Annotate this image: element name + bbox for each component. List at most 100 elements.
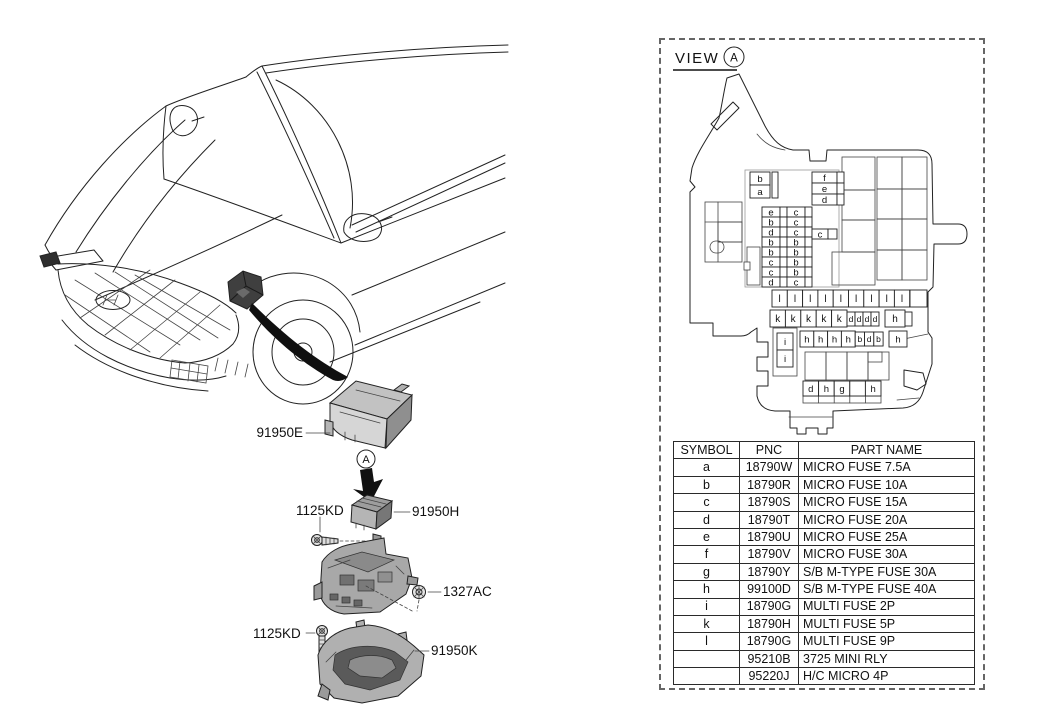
- fuse-cell-letter: b: [768, 237, 773, 248]
- pnc-cell: 18790W: [739, 458, 799, 477]
- down-arrow: [353, 468, 383, 502]
- symbol-cell: b: [673, 475, 740, 495]
- fuse-cell-letter: l: [779, 294, 781, 305]
- fuse-cell: [836, 171, 845, 184]
- pnc-cell: 95220J: [739, 667, 799, 686]
- part-name-cell: MICRO FUSE 30A: [798, 545, 975, 564]
- fuse-cell: [749, 184, 771, 199]
- fuse-cell: [827, 228, 838, 240]
- fuse-cell-letter: k: [775, 314, 781, 325]
- fuse-cell-letter: b: [793, 247, 798, 258]
- part-name-cell: MICRO FUSE 7.5A: [798, 458, 975, 477]
- fusebox-outline: [689, 73, 968, 435]
- fuse-cell: [779, 266, 788, 278]
- fuse-cell-letter: h: [818, 334, 823, 345]
- fuse-cell: [864, 380, 882, 397]
- pnc-cell: 18790G: [739, 597, 799, 616]
- static-cells: [772, 327, 890, 404]
- pnc-cell: 18790G: [739, 632, 799, 651]
- part-name-cell: MULTI FUSE 9P: [798, 632, 975, 651]
- car-illustration: [39, 44, 509, 405]
- fuse-cell-letter: b: [876, 334, 881, 344]
- symbol-cell: [673, 649, 740, 669]
- fuse-cell: [849, 380, 866, 397]
- fuse-cell-letter: b: [793, 257, 798, 268]
- part-name-cell: S/B M-TYPE FUSE 40A: [798, 580, 975, 599]
- fuse-cell-letter: l: [886, 294, 888, 305]
- fuse-cell-letter: d: [768, 227, 773, 238]
- symbol-cell: l: [673, 632, 740, 651]
- fuse-cell-letter: h: [846, 334, 851, 345]
- part-name-cell: H/C MICRO 4P: [798, 667, 975, 686]
- symbol-cell: g: [673, 562, 740, 582]
- fuse-cell: [904, 311, 913, 327]
- lower-bracket-drawing: [317, 619, 425, 704]
- fuse-cell-letter: c: [769, 267, 774, 278]
- fuse-cell-letter: l: [794, 294, 796, 305]
- table-header-part-name: PART NAME: [798, 440, 975, 460]
- fuse-cell-letter: b: [768, 217, 773, 228]
- fusebox-top-view: VIEW A: [673, 46, 968, 435]
- fuse-cell: [870, 311, 880, 327]
- fuse-cell: [779, 236, 788, 248]
- pnc-cell: 99100D: [739, 580, 799, 599]
- view-a-marker: A: [356, 449, 376, 469]
- fuse-cell: [804, 206, 813, 218]
- slim-connector: [743, 246, 761, 286]
- fuse-cell-letter: c: [769, 257, 774, 268]
- fuse-cell: [888, 330, 908, 348]
- fuse-cell-letter: i: [784, 354, 786, 365]
- symbol-cell: c: [673, 493, 740, 512]
- fuse-cell: [779, 246, 788, 258]
- fuse-cell-letter: h: [871, 384, 876, 395]
- fuse-cell-letter: c: [794, 227, 799, 238]
- brand-logo: [95, 290, 131, 310]
- fuse-cell-letter: d: [867, 334, 872, 344]
- symbol-cell: f: [673, 545, 740, 564]
- vehicle-and-parts-diagram: 91950E A 1125KD 91950H: [39, 44, 509, 704]
- left-connector-grid: [704, 201, 743, 263]
- fuse-cell-letter: h: [804, 334, 809, 345]
- part-name-cell: MICRO FUSE 25A: [798, 527, 975, 547]
- fuse-cell-letter: e: [822, 184, 827, 195]
- svg-text:VIEW: VIEW: [675, 50, 719, 67]
- fuse-cell: [779, 206, 788, 218]
- part-label-bolt1: 1125KD: [296, 503, 344, 518]
- symbol-cell: a: [673, 458, 740, 477]
- fuse-cell-letter: b: [793, 267, 798, 278]
- fuse-cell-letter: k: [806, 314, 812, 325]
- fuse-cell-letter: d: [768, 277, 773, 288]
- fuse-cell-letter: d: [808, 384, 813, 395]
- fuse-cell-letter: l: [840, 294, 842, 305]
- part-label-nut: 1327AC: [443, 584, 492, 599]
- symbol-cell: d: [673, 510, 740, 529]
- fuse-cell: [779, 276, 788, 288]
- fuse-cell: [804, 216, 813, 228]
- fuse-cell-letter: l: [870, 294, 872, 305]
- fuse-cell-letter: e: [768, 207, 773, 218]
- part-name-cell: MULTI FUSE 2P: [798, 597, 975, 616]
- fuse-cell-letter: d: [873, 314, 878, 324]
- part-name-cell: MICRO FUSE 20A: [798, 510, 975, 529]
- fuse-cell: [909, 289, 928, 308]
- fuse-cell: [836, 193, 845, 206]
- fuse-cell: [804, 266, 813, 278]
- location-swoosh-arrow: [249, 303, 348, 381]
- fuse-cell-letter: d: [849, 314, 854, 324]
- pnc-cell: 18790S: [739, 493, 799, 512]
- view-title: VIEW A: [673, 46, 745, 71]
- part-name-cell: MULTI FUSE 5P: [798, 614, 975, 634]
- fuse-cell-letter: k: [821, 314, 827, 325]
- fuse-cell-letter: l: [901, 294, 903, 305]
- fuse-cell: [779, 256, 788, 268]
- part-name-cell: MICRO FUSE 15A: [798, 493, 975, 512]
